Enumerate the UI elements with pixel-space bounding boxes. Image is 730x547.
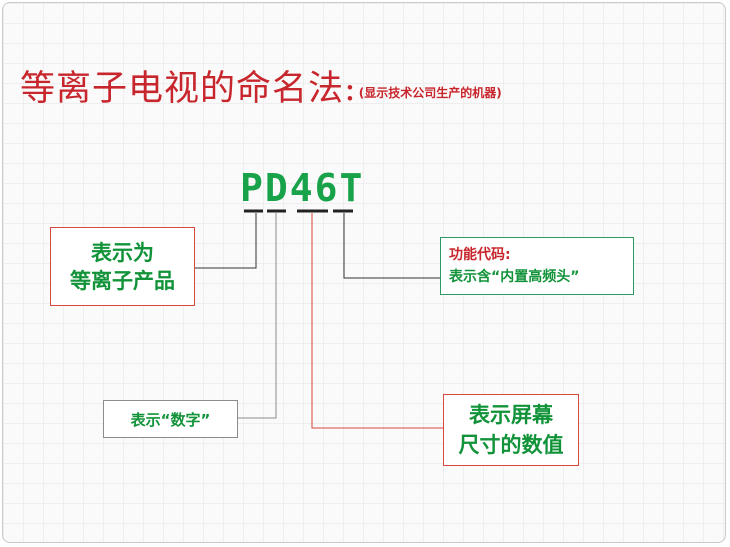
connector-p bbox=[195, 213, 257, 269]
model-code: PD46T bbox=[240, 166, 365, 210]
function-box-line2: 表示含“内置高频头” bbox=[449, 269, 580, 285]
digit-box: 表示“数字” bbox=[103, 400, 238, 438]
size-box-line2: 尺寸的数值 bbox=[458, 433, 564, 457]
connector-d bbox=[238, 213, 277, 419]
function-box-line1: 功能代码: bbox=[449, 247, 511, 263]
title-subtitle: (显示技术公司生产的机器) bbox=[358, 86, 502, 100]
function-code-box: 功能代码: 表示含“内置高频头” bbox=[440, 237, 634, 295]
digit-box-text: 表示“数字” bbox=[130, 410, 211, 429]
diagram-title: 等离子电视的命名法:(显示技术公司生产的机器) bbox=[20, 60, 502, 111]
product-type-box: 表示为 等离子产品 bbox=[50, 227, 195, 306]
connector-t bbox=[343, 213, 440, 279]
size-box-line1: 表示屏幕 bbox=[469, 403, 553, 427]
title-main: 等离子电视的命名法: bbox=[20, 69, 357, 109]
connector-46 bbox=[311, 213, 443, 429]
product-box-line1: 表示为 bbox=[91, 240, 154, 265]
product-box-line2: 等离子产品 bbox=[70, 268, 175, 293]
screen-size-box: 表示屏幕 尺寸的数值 bbox=[443, 394, 579, 466]
